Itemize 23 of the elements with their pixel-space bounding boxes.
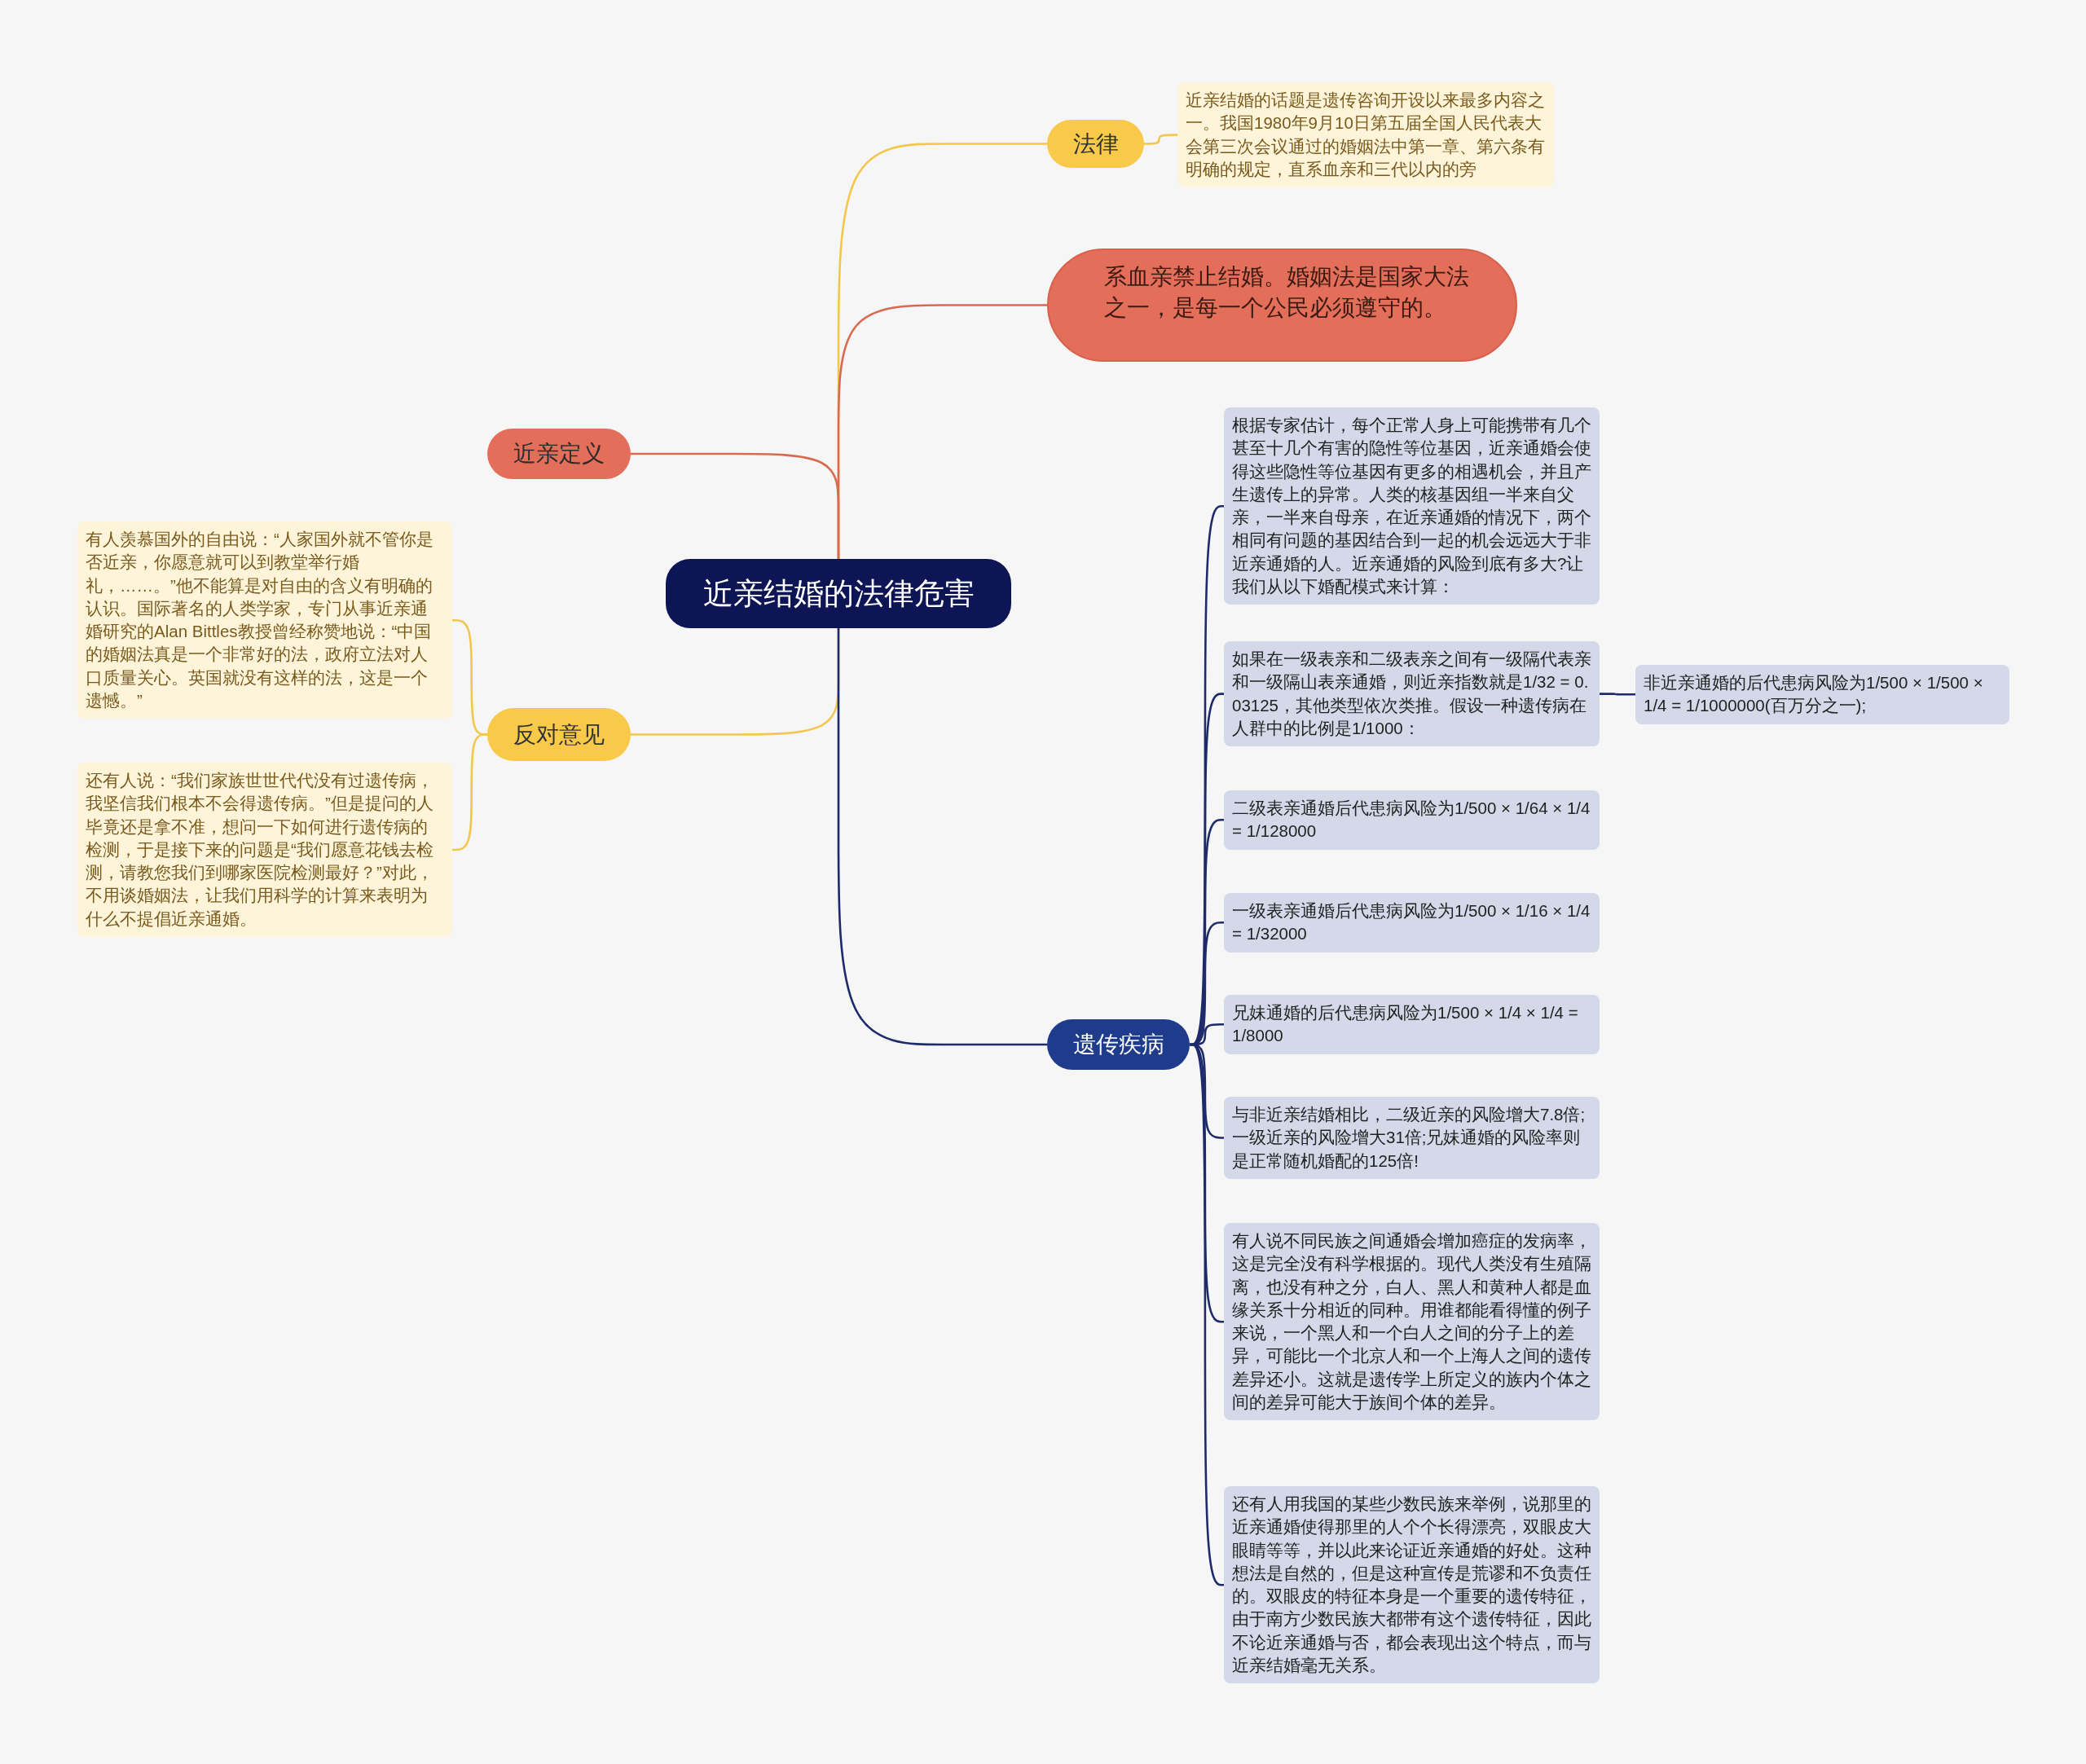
connector-line xyxy=(1144,134,1177,145)
note-card: 根据专家估计，每个正常人身上可能携带有几个甚至十几个有害的隐性等位基因，近亲通婚会使得这些隐性等位基因有更多的相遇机会，并且产生遗传上的异常。人类的核基因组一半来自父亲，一半来自母亲，在近亲通婚的情况下，两个相同有问题的基因结合到一起的机会远远大于非近亲通婚的人。近亲通婚的风险到底有多大?让我们从以下婚配模式来计算： xyxy=(1224,407,1600,605)
note-card: 近亲结婚的话题是遗传咨询开设以来最多内容之一。我国1980年9月10日第五届全国人民代表大会第三次会议通过的婚姻法中第一章、第六条有明确的规定，直系血亲和三代以内的旁 xyxy=(1177,82,1554,188)
connector-line xyxy=(837,628,1047,1046)
connector-line xyxy=(631,452,840,559)
note-card: 还有人说：“我们家族世世代代没有过遗传病，我坚信我们根本不会得遗传病。”但是提问的人毕竟还是拿不准，想问一下如何进行遗传病的检测，于是接下来的问题是“我们愿意花钱去检测，请教您我们到哪家医院检测最好？”对此，不用谈婚姻法，让我们用科学的计算来表明为什么不提倡近亲通婚。 xyxy=(77,763,452,938)
note-card: 二级表亲通婚后代患病风险为1/500 × 1/64 × 1/4 = 1/128000 xyxy=(1224,790,1600,850)
central-topic: 近亲结婚的法律危害 xyxy=(666,559,1011,628)
note-card: 有人羡慕国外的自由说：“人家国外就不管你是否近亲，你愿意就可以到教堂举行婚礼，……。”他不能算是对自由的含义有明确的认识。国际著名的人类学家，专门从事近亲通婚研究的Alan Bittles教授曾经称赞地说：“中国的婚姻法真是一个非常好的法，政府立法对人口质量关心。英国就没有这样的法，这是一个遗憾。” xyxy=(77,521,452,719)
note-card: 一级表亲通婚后代患病风险为1/500 × 1/16 × 1/4 = 1/32000 xyxy=(1224,893,1600,952)
connector-line xyxy=(1600,693,1635,696)
topic-pill: 法律 xyxy=(1047,120,1144,168)
topic-pill: 近亲定义 xyxy=(487,429,631,479)
topic-pill: 遗传疾病 xyxy=(1047,1019,1190,1070)
note-card: 非近亲通婚的后代患病风险为1/500 × 1/500 × 1/4 = 1/1000000(百万分之一); xyxy=(1635,665,2009,724)
connector-line xyxy=(1189,1043,1225,1586)
topic-pill: 反对意见 xyxy=(487,708,631,761)
note-card: 如果在一级表亲和二级表亲之间有一级隔代表亲和一级隔山表亲通婚，则近亲指数就是1/32 = 0.03125，其他类型依次类推。假设一种遗传病在人群中的比例是1/1000： xyxy=(1224,641,1600,747)
note-card: 有人说不同民族之间通婚会增加癌症的发病率，这是完全没有科学根据的。现代人类没有生殖隔离，也没有种之分，白人、黑人和黄种人都是血缘关系十分相近的同种。用谁都能看得懂的例子来说，一个黑人和一个白人之间的分子上的差异，可能比一个北京人和一个上海人之间的遗传差异还小。这就是遗传学上所定义的族内个体之间的差异可能大于族间个体的差异。 xyxy=(1224,1223,1600,1421)
note-card: 兄妹通婚的后代患病风险为1/500 × 1/4 × 1/4 = 1/8000 xyxy=(1224,995,1600,1054)
note-card: 还有人用我国的某些少数民族来举例，说那里的近亲通婚使得那里的人个个长得漂亮，双眼皮大眼睛等等，并以此来论证近亲通婚的好处。这种想法是自然的，但是这种宣传是荒谬和不负责任的。双眼皮的特征本身是一个重要的遗传特征，由于南方少数民族大都带有这个遗传特征，因此不论近亲通婚与否，都会表现出这个特点，而与近亲结婚毫无关系。 xyxy=(1224,1486,1600,1684)
note-card: 与非近亲结婚相比，二级近亲的风险增大7.8倍;一级近亲的风险增大31倍;兄妹通婚的风险率则是正常随机婚配的125倍! xyxy=(1224,1097,1600,1179)
topic-pill: 系血亲禁止结婚。婚姻法是国家大法之一，是每一个公民必须遵守的。 xyxy=(1047,249,1517,362)
